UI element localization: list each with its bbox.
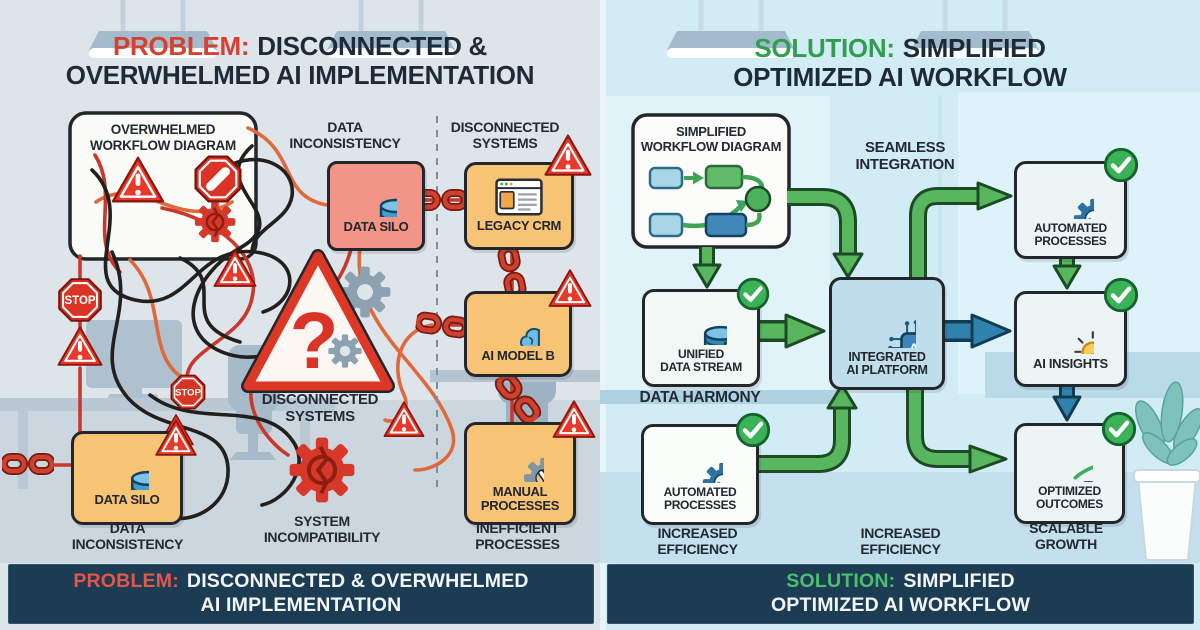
node-ai-model-b: AI MODEL B (464, 291, 572, 377)
ceiling-light (89, 0, 217, 58)
lightbulb-icon (1048, 306, 1094, 354)
svg-text:STOP: STOP (175, 388, 201, 399)
node-label: PROCESSES (1034, 233, 1107, 248)
node-label: OPTIMIZED (1038, 484, 1101, 499)
bar-chart-icon (1047, 436, 1093, 482)
ceiling-light (911, 0, 1039, 58)
solution-header: SOLUTION:SIMPLIFIED OPTIMIZED AI WORKFLO… (600, 33, 1200, 93)
node-data-silo-top: DATA SILO (327, 161, 425, 251)
browser-icon (495, 178, 543, 216)
node-automated-processes-bottom: AUTOMATED PROCESSES (641, 424, 759, 525)
check-icon (1102, 146, 1140, 184)
gear-check-icon (1048, 173, 1094, 219)
ai-chip-icon (858, 290, 916, 348)
database-icon (355, 177, 397, 217)
overwhelmed-workflow-title: OVERWHELMED WORKFLOW DIAGRAM (90, 122, 236, 153)
problem-header: PROBLEM:DISCONNECTED & OVERWHELMED AI IM… (0, 31, 600, 91)
node-label: DATA STREAM (660, 359, 742, 374)
stop-sign-icon: STOP (58, 278, 102, 322)
node-automated-processes-top: AUTOMATED PROCESSES (1014, 161, 1127, 259)
brain-icon (495, 304, 541, 346)
node-label: AUTOMATED (663, 485, 737, 500)
check-icon (735, 276, 771, 312)
problem-banner-line2: AI IMPLEMENTATION (200, 594, 402, 616)
node-label: OUTCOMES (1036, 497, 1103, 511)
problem-header-rest: DISCONNECTED & (257, 31, 488, 61)
node-label: AUTOMATED (1034, 220, 1107, 235)
check-icon (1100, 410, 1138, 448)
problem-header-highlight: PROBLEM: (112, 31, 250, 61)
node-manual-processes: MANUAL PROCESSES (464, 422, 576, 525)
mini-flowchart (648, 164, 772, 238)
simplified-workflow-title: SIMPLIFIED WORKFLOW DIAGRAM (640, 124, 782, 155)
node-data-silo-bottom: DATA SILO (71, 431, 183, 525)
warning-icon (547, 268, 593, 309)
ceiling-light (327, 0, 455, 58)
warning-icon (154, 418, 198, 458)
node-label: PROCESSES (663, 498, 736, 512)
database-icon (105, 448, 149, 490)
warning-icon (551, 399, 597, 440)
solution-header-rest: SIMPLIFIED (902, 33, 1046, 63)
solution-header-line2: OPTIMIZED AI WORKFLOW (733, 62, 1067, 93)
svg-text:STOP: STOP (64, 295, 95, 307)
node-label: UNIFIED (678, 346, 724, 361)
node-label: AI INSIGHTS (1033, 356, 1108, 372)
problem-banner: PROBLEM: DISCONNECTED & OVERWHELMED AI IM… (8, 564, 594, 624)
solution-banner: SOLUTION: SIMPLIFIED OPTIMIZED AI WORKFLO… (607, 564, 1194, 624)
database-stream-icon (675, 303, 727, 345)
no-entry-icon (194, 155, 242, 203)
solution-header-highlight: SOLUTION: (754, 33, 895, 63)
solution-banner-highlight: SOLUTION: (786, 570, 896, 593)
solution-banner-line2: OPTIMIZED AI WORKFLOW (770, 594, 1031, 616)
plant (1133, 381, 1200, 561)
node-label: AI MODEL B (481, 348, 555, 364)
gear-check-icon (677, 437, 723, 483)
gear-hand-icon (496, 434, 544, 482)
problem-banner-highlight: PROBLEM: (73, 570, 179, 593)
node-label: AI PLATFORM (846, 363, 928, 377)
stop-sign-icon: STOP (170, 374, 206, 410)
node-ai-insights: AI INSIGHTS (1014, 291, 1127, 387)
node-label: INTEGRATED (848, 349, 926, 364)
node-label: DATA SILO (94, 492, 160, 508)
solution-banner-rest: SIMPLIFIED (903, 570, 1015, 593)
node-label: MANUAL (492, 483, 548, 499)
node-optimized-outcomes: OPTIMIZED OUTCOMES (1014, 423, 1125, 524)
label-data-harmony: DATA HARMONY (639, 389, 761, 406)
node-legacy-crm: LEGACY CRM (464, 162, 574, 250)
node-unified-data-stream: UNIFIED DATA STREAM (642, 289, 760, 387)
node-label: PROCESSES (480, 498, 560, 513)
question-mark: ? (290, 296, 339, 385)
problem-banner-rest: DISCONNECTED & OVERWHELMED (186, 570, 529, 593)
node-integrated-ai-platform: INTEGRATED AI PLATFORM (829, 277, 945, 390)
warning-icon (543, 133, 593, 178)
big-warning-triangle: ? (241, 249, 395, 393)
check-icon (1102, 276, 1140, 314)
node-label: LEGACY CRM (476, 218, 562, 234)
ceiling-light (667, 0, 795, 58)
check-icon (734, 411, 772, 449)
node-label: DATA SILO (343, 219, 409, 235)
problem-header-line2: OVERWHELMED AI IMPLEMENTATION (65, 60, 535, 91)
